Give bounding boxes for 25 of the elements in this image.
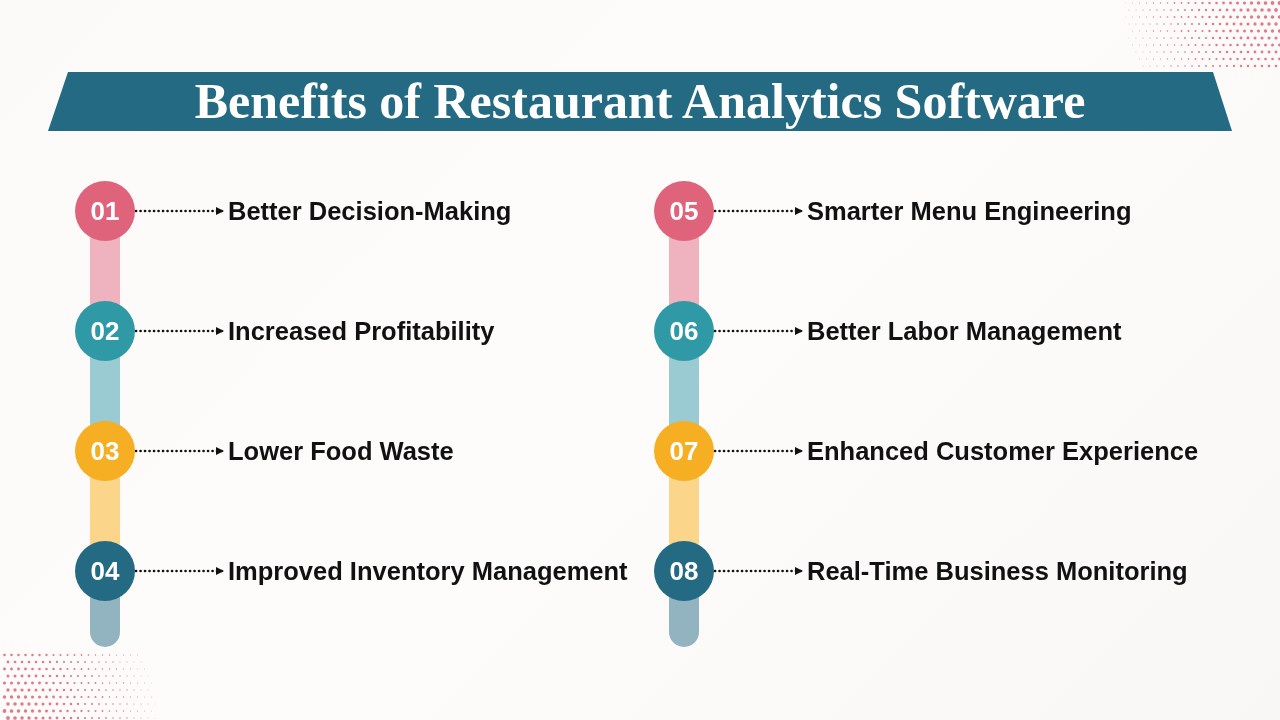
- benefit-text: Better Labor Management: [807, 316, 1122, 346]
- number-circle: 03: [75, 421, 135, 481]
- number-circle: 01: [75, 181, 135, 241]
- benefit-text: Better Decision-Making: [228, 196, 512, 226]
- number-circle: 02: [75, 301, 135, 361]
- benefit-text: Increased Profitability: [228, 316, 495, 346]
- dotted-arrow: [713, 567, 805, 575]
- dotted-arrow: [713, 207, 805, 215]
- number-circle: 08: [654, 541, 714, 601]
- dotted-arrow: [713, 327, 805, 335]
- number-circle: 06: [654, 301, 714, 361]
- dotted-arrow: [713, 447, 805, 455]
- title-banner: Benefits of Restaurant Analytics Software: [48, 72, 1232, 131]
- number-circle: 05: [654, 181, 714, 241]
- dotted-arrow: [134, 327, 226, 335]
- dotted-arrow: [134, 447, 226, 455]
- benefit-text: Smarter Menu Engineering: [807, 196, 1132, 226]
- benefit-text: Improved Inventory Management: [228, 556, 628, 586]
- dotted-arrow: [134, 567, 226, 575]
- benefit-text: Enhanced Customer Experience: [807, 436, 1199, 466]
- dotted-arrow: [134, 207, 226, 215]
- number-circle: 07: [654, 421, 714, 481]
- number-circle: 04: [75, 541, 135, 601]
- benefit-text: Lower Food Waste: [228, 436, 454, 466]
- benefit-text: Real-Time Business Monitoring: [807, 556, 1188, 586]
